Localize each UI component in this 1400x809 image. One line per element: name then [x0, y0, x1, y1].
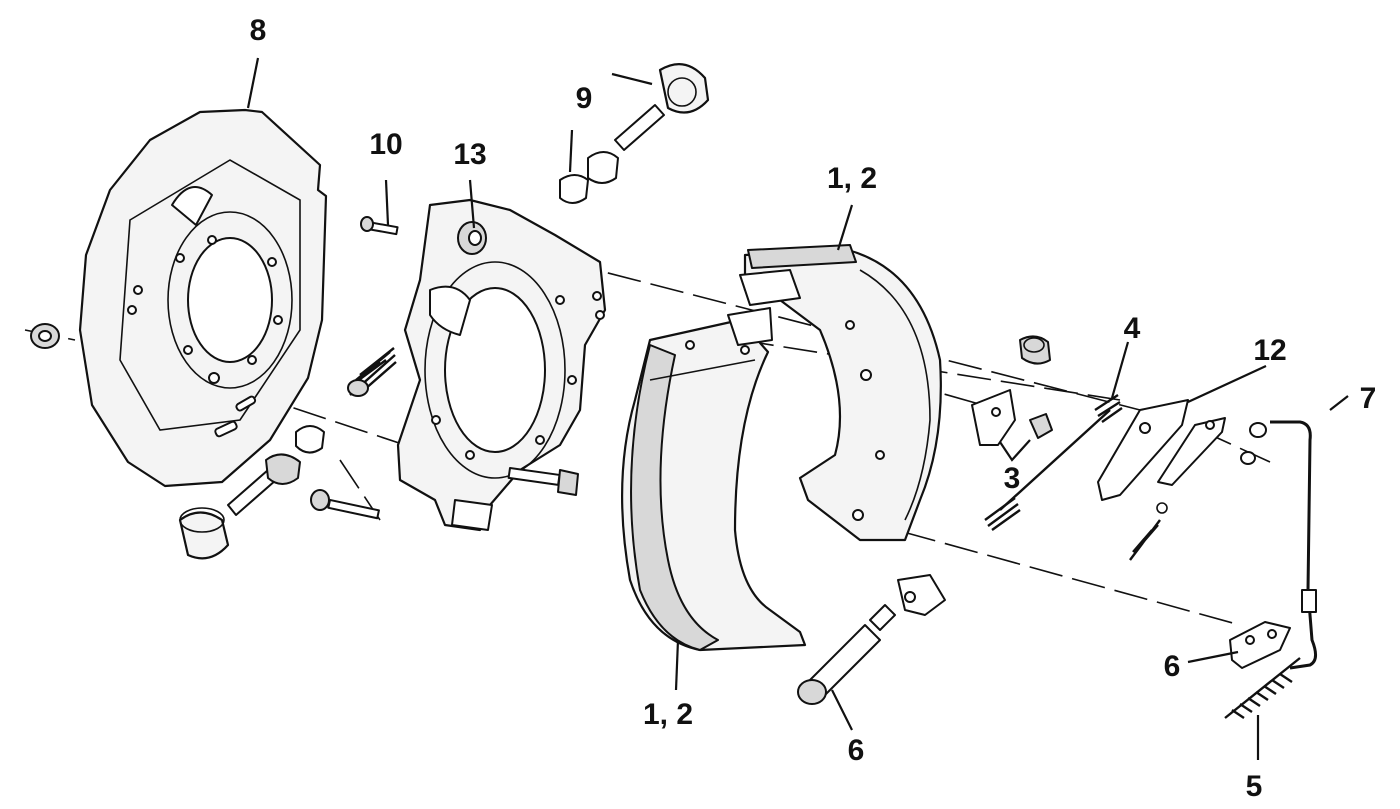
axis-line-left — [209, 379, 421, 451]
callout-labels: 8 9 10 13 1, 2 4 12 7 3 6 1, 2 6 5 — [250, 14, 1377, 803]
axis-line-lower — [859, 519, 1241, 626]
callout-4: 4 — [1124, 312, 1141, 345]
callout-9: 9 — [576, 82, 593, 115]
shoe-lining-top — [747, 244, 857, 269]
callout-10: 10 — [369, 128, 402, 161]
cam-pin — [614, 104, 665, 151]
bushing-sleeve — [587, 151, 619, 184]
brake-shoe-front — [621, 307, 807, 652]
adjuster-spring-left — [347, 347, 397, 397]
screw-part-10 — [360, 216, 399, 236]
callout-7: 7 — [1360, 382, 1377, 415]
retaining-clip — [897, 574, 946, 616]
callout-8: 8 — [250, 14, 267, 47]
flange-nut-left — [30, 323, 60, 349]
bolt-middle — [507, 467, 579, 496]
adjuster-plate-part-3 — [971, 389, 1053, 446]
lever-part-12 — [1097, 399, 1226, 501]
cam-bushing-assembly — [559, 62, 710, 204]
brake-shoe-back — [739, 244, 942, 542]
callout-1-2-bottom: 1, 2 — [643, 698, 693, 731]
callout-1-2-top: 1, 2 — [827, 162, 877, 195]
backing-plate-center-hole — [187, 237, 273, 363]
callout-5: 5 — [1246, 770, 1263, 803]
leader-lines — [246, 57, 1349, 760]
callout-6-bottom: 6 — [848, 734, 865, 767]
shoe-lining-front — [630, 344, 719, 651]
dust-cap-top — [658, 62, 710, 114]
pin-lower-left — [227, 425, 325, 516]
spider-housing — [396, 198, 607, 532]
bushing-ring — [559, 174, 589, 204]
adjuster-bracket-part-6 — [1229, 621, 1291, 669]
hold-down-cup — [1019, 335, 1051, 365]
dust-cap-lower — [178, 507, 230, 560]
spring-part-5 — [1224, 657, 1301, 719]
return-spring-part-4 — [984, 393, 1123, 531]
anchor-pin — [797, 604, 896, 705]
callout-13: 13 — [453, 138, 486, 171]
callout-12: 12 — [1253, 334, 1286, 367]
backing-plate — [78, 108, 328, 488]
washer-right-lower — [1240, 451, 1256, 465]
washer-right-upper — [1249, 422, 1267, 438]
backing-plate-dome — [171, 186, 213, 226]
callout-6-right: 6 — [1164, 650, 1181, 683]
small-spring — [1129, 502, 1168, 561]
bolt-lower-left — [310, 489, 380, 520]
callout-3: 3 — [1004, 462, 1021, 495]
lever-link — [1157, 417, 1226, 486]
cable-part-7 — [1270, 420, 1317, 670]
spider-center-hole — [444, 287, 546, 453]
